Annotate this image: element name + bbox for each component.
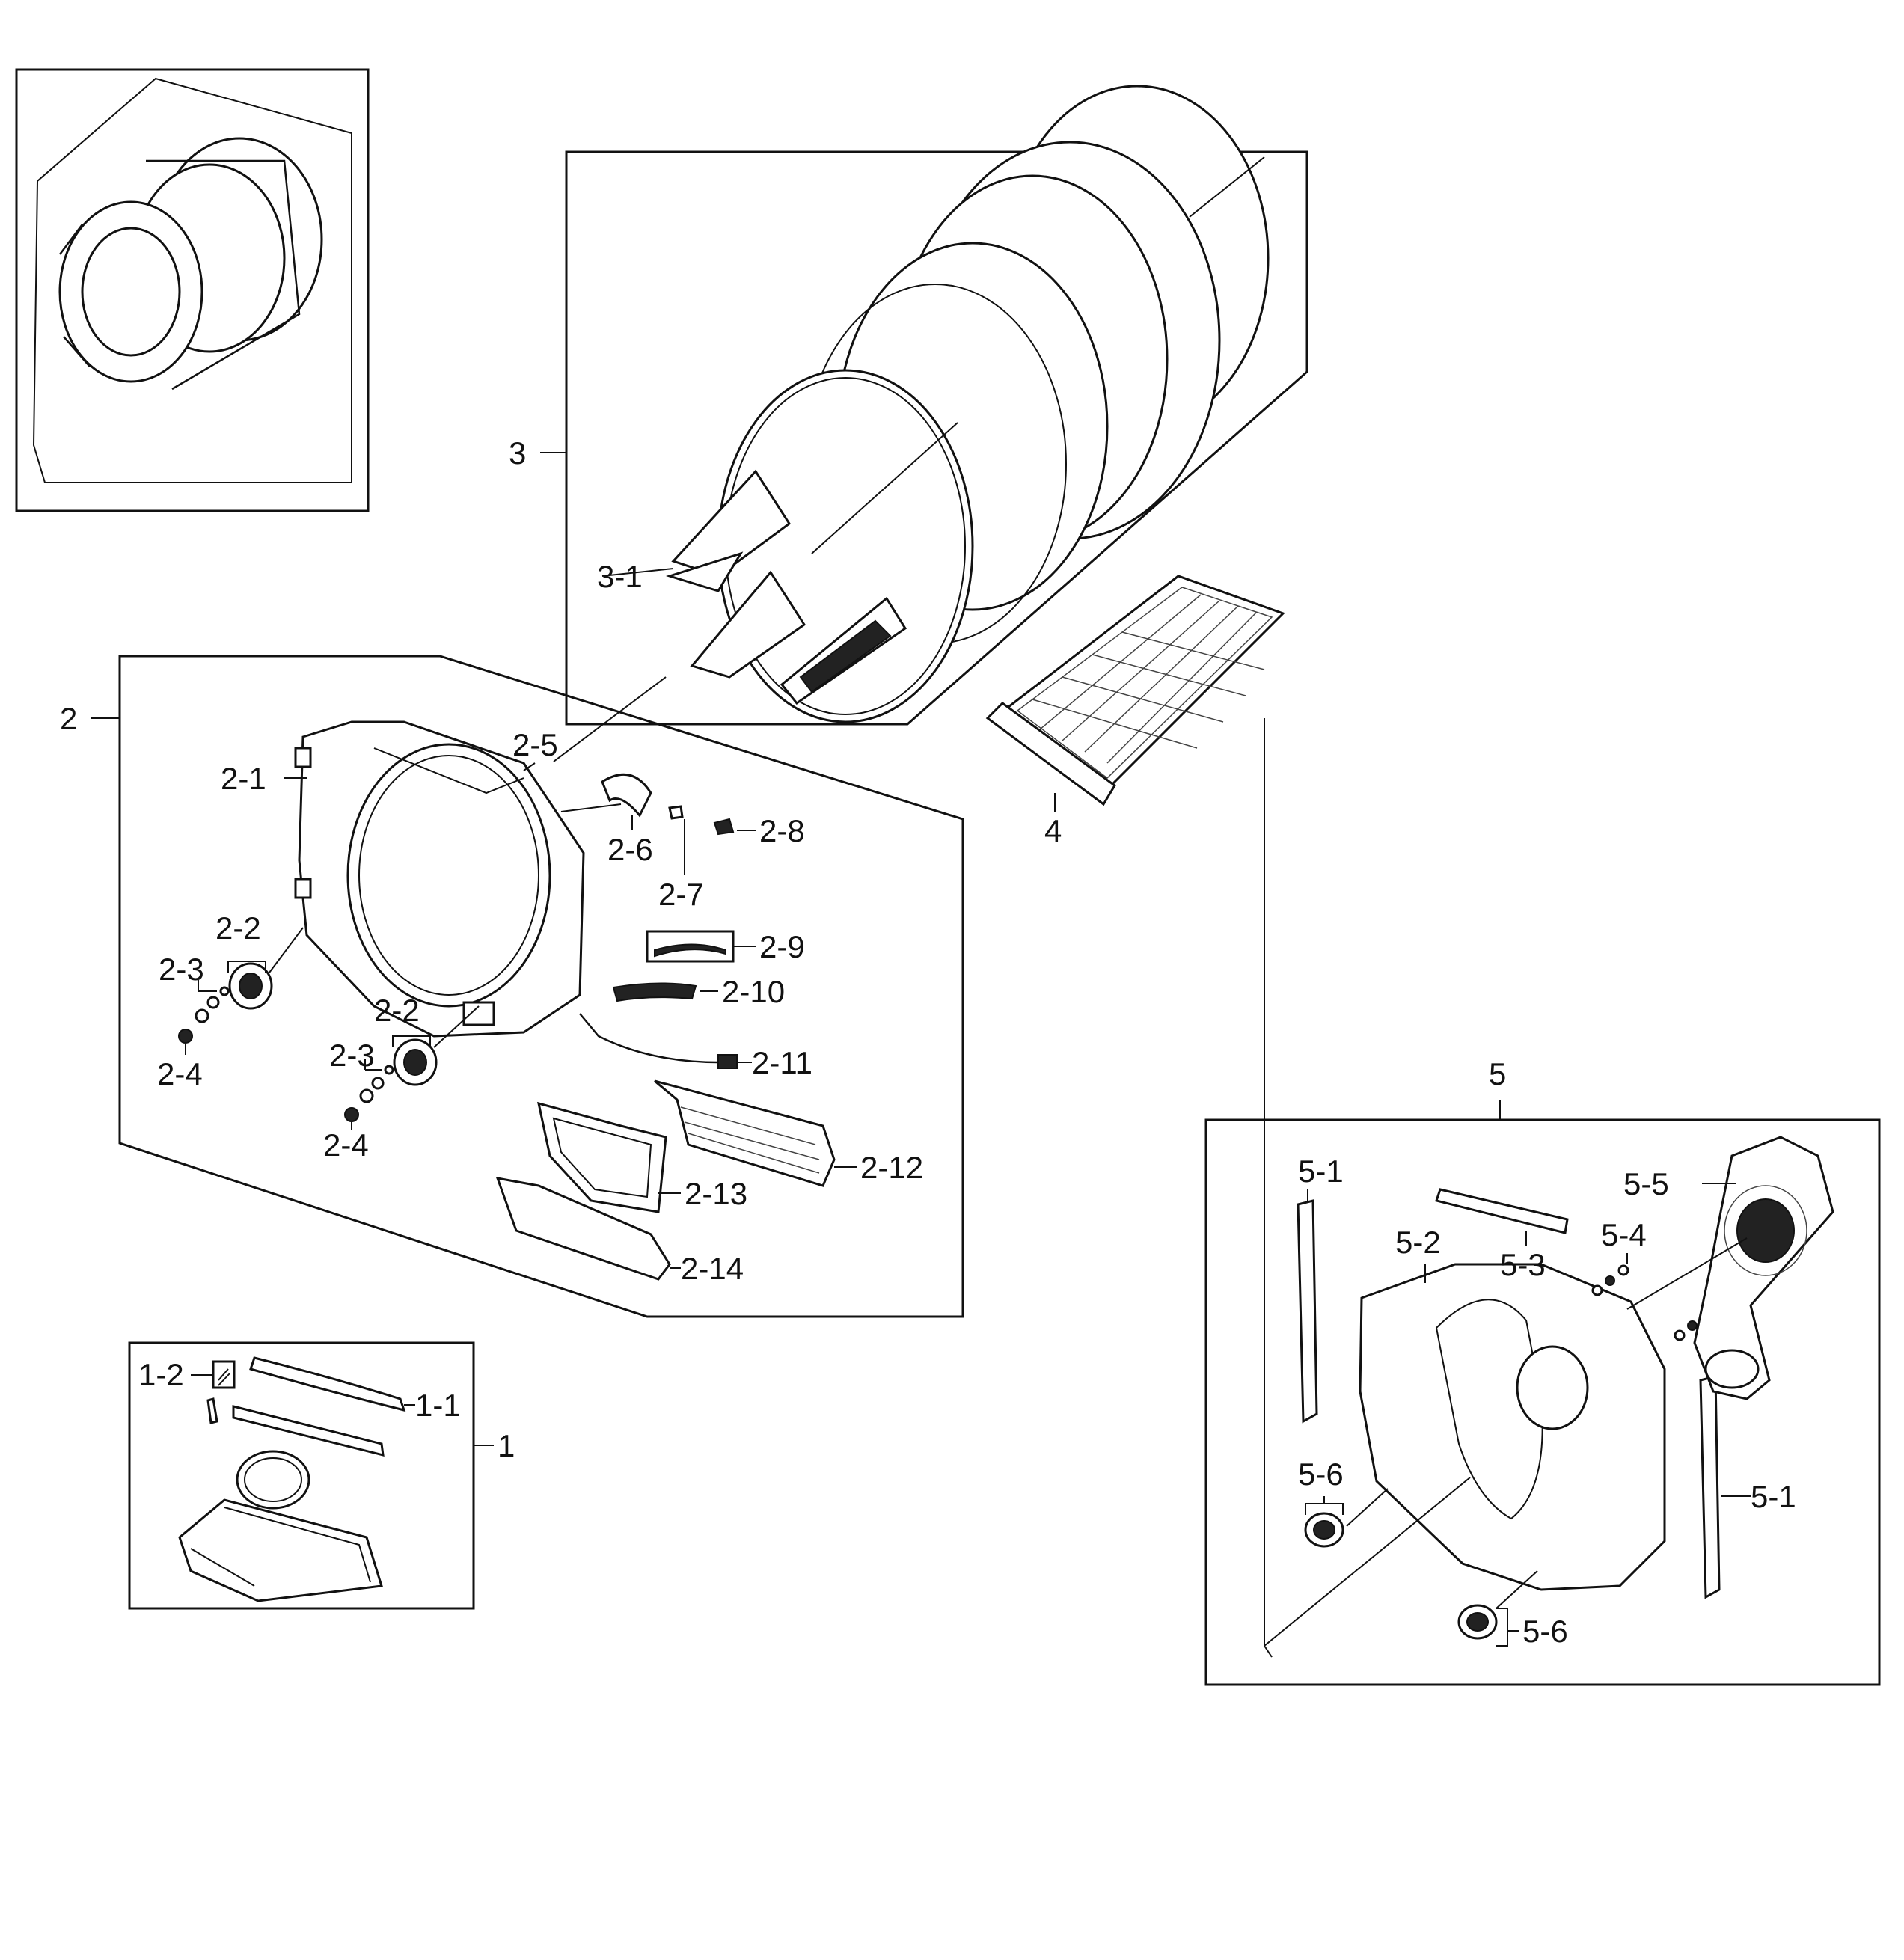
duct-seal-icon: [537, 1101, 667, 1213]
callout-2-9: 2-9: [759, 929, 805, 964]
group-1-duct: 1 1-2 1-1: [128, 1341, 515, 1610]
callout-2-5: 2-5: [512, 727, 558, 762]
duct-gasket-icon: [236, 1450, 310, 1510]
callout-5-1-left: 5-1: [1298, 1154, 1344, 1189]
callout-2-13: 2-13: [685, 1176, 747, 1211]
door-hinge-icon: [601, 773, 652, 818]
door-catch-icon: [713, 818, 735, 836]
overview-thumbnail: [15, 68, 370, 512]
drum-lifter-icon: [690, 570, 806, 679]
group-4-lint-filter: 4: [985, 575, 1285, 848]
callout-2-2-lower: 2-2: [374, 993, 420, 1028]
side-bracket-icon: [1297, 1199, 1318, 1424]
callout-2-4-upper: 2-4: [157, 1056, 203, 1091]
lint-duct-icon: [654, 1079, 836, 1187]
callout-1-2: 1-2: [138, 1357, 184, 1392]
callout-5-1-right: 5-1: [1751, 1479, 1796, 1514]
callout-3: 3: [509, 435, 526, 471]
group-2-front-frame: 2 2-1 2-5 2-6 2-7 2-8 2-9: [60, 655, 964, 1318]
callout-5: 5: [1489, 1056, 1506, 1091]
callout-1: 1: [498, 1428, 515, 1463]
duct-strip-icon: [249, 1356, 406, 1412]
callout-1-1: 1-1: [415, 1388, 461, 1423]
duct-bar-icon: [232, 1405, 385, 1457]
drum-lifter-icon: [665, 469, 792, 592]
callout-2-2-upper: 2-2: [215, 910, 261, 946]
callout-2-12: 2-12: [860, 1150, 923, 1185]
callout-5-3: 5-3: [1500, 1247, 1546, 1282]
callout-2-1: 2-1: [221, 761, 266, 796]
wire-harness-icon: [579, 1013, 719, 1064]
duct-housing-icon: [178, 1498, 383, 1602]
group-5-rear-frame: 5 5-1 5-1 5-2 5-3 5-4 5-5: [1204, 1056, 1881, 1686]
callout-2-4-lower: 2-4: [323, 1127, 369, 1163]
callout-5-4: 5-4: [1601, 1217, 1647, 1252]
rear-frame-icon: [1359, 1263, 1666, 1591]
callout-2-10: 2-10: [722, 974, 785, 1009]
screw-icon: [1591, 1284, 1603, 1296]
callout-5-5: 5-5: [1623, 1166, 1669, 1201]
callout-2: 2: [60, 701, 77, 736]
duct-guide-icon: [495, 1177, 671, 1281]
callout-5-2: 5-2: [1395, 1225, 1441, 1260]
top-bracket-icon: [1435, 1188, 1569, 1234]
sensor-strip-icon: [612, 982, 697, 1002]
group-3-drum: 3 3-1: [509, 85, 1308, 726]
callout-2-8: 2-8: [759, 813, 805, 848]
callout-2-6: 2-6: [607, 832, 653, 867]
callout-3-1: 3-1: [597, 559, 643, 594]
callout-2-14: 2-14: [681, 1251, 744, 1286]
callout-2-3-upper: 2-3: [159, 952, 204, 987]
callout-2-3-lower: 2-3: [329, 1038, 375, 1073]
overview-drum-assembly-icon: [58, 137, 323, 391]
front-frame-icon: [294, 720, 585, 1038]
callout-2-11: 2-11: [752, 1045, 812, 1080]
callout-4: 4: [1044, 813, 1062, 848]
hinge-pin-icon: [668, 805, 684, 820]
callout-5-6-upper: 5-6: [1298, 1457, 1344, 1492]
side-bracket-icon: [1699, 1375, 1721, 1599]
drum-lifter-icon: [780, 596, 907, 705]
callout-2-7: 2-7: [658, 877, 704, 912]
callout-5-6-lower: 5-6: [1522, 1614, 1568, 1649]
